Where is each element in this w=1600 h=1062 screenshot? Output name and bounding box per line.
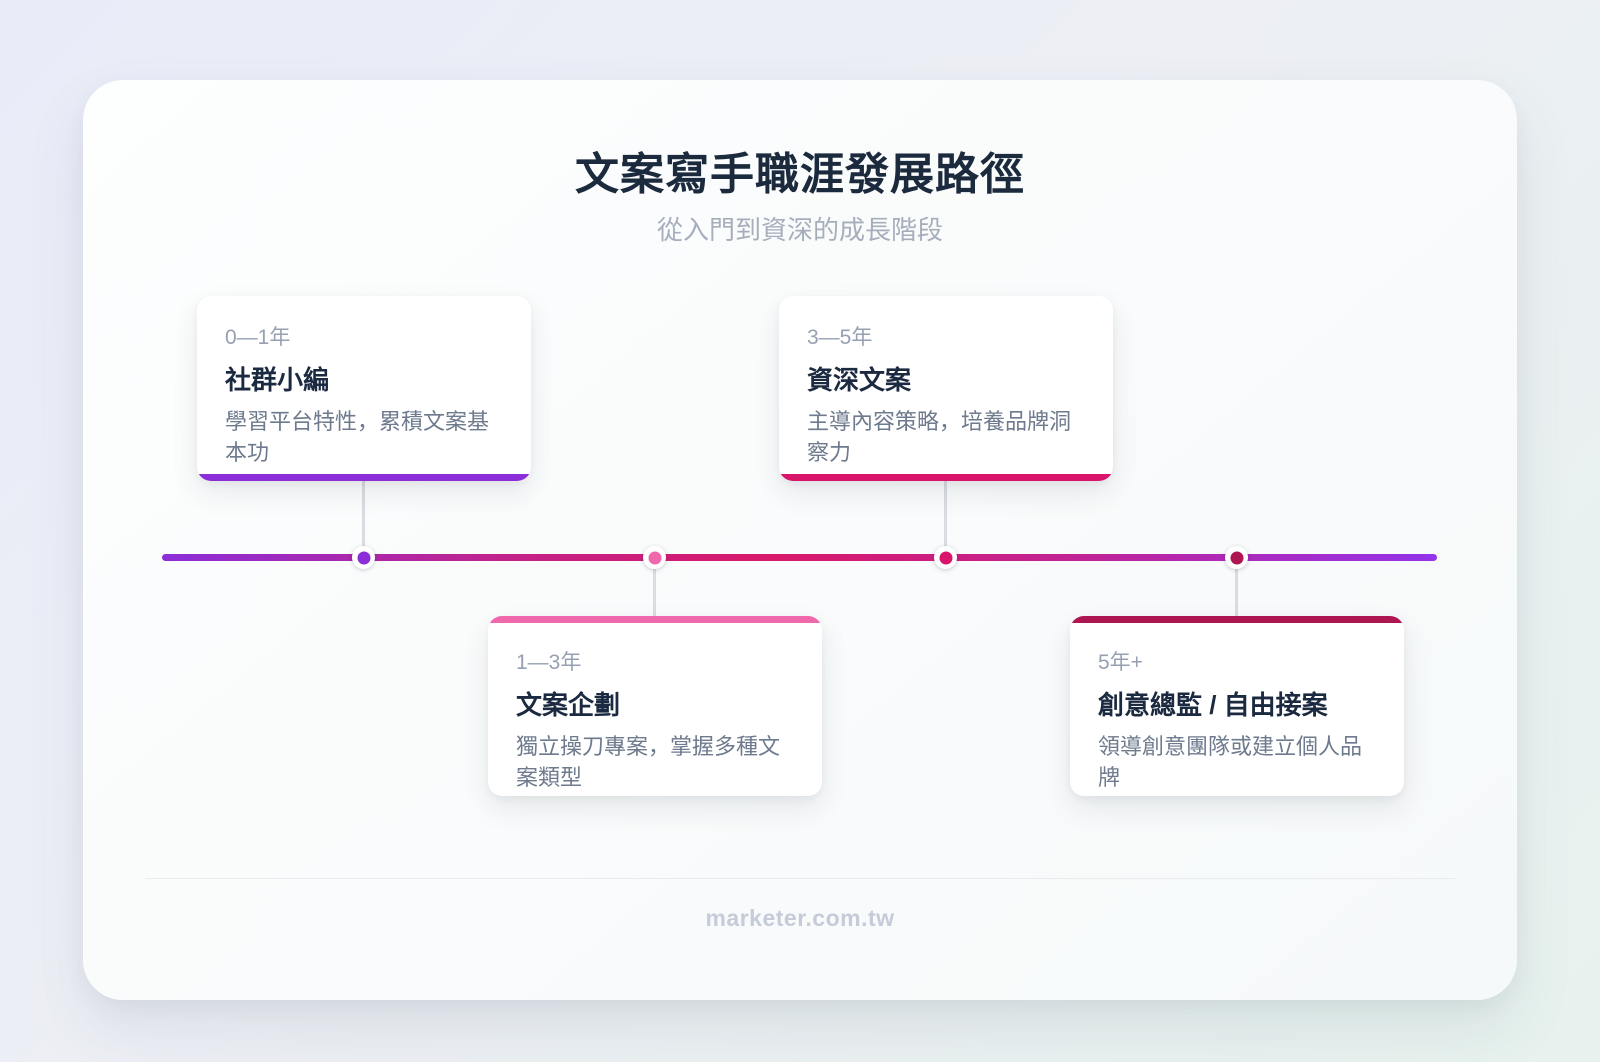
page-subtitle: 從入門到資深的成長階段 <box>656 215 943 245</box>
stage-description: 主導內容策略，培養品牌洞察力 <box>807 409 1072 465</box>
stage-description: 獨立操刀專案，掌握多種文案類型 <box>516 734 781 790</box>
dot-core <box>939 551 952 564</box>
card-accent-bar <box>197 474 531 481</box>
stage-period: 1—3年 <box>516 651 582 674</box>
dot-core <box>648 551 661 564</box>
stage-card-0-1yr: 0—1年 社群小編 學習平台特性，累積文案基本功 <box>197 296 531 481</box>
card-accent-bar <box>779 474 1113 481</box>
stage-period: 0—1年 <box>225 326 291 349</box>
stage-description: 學習平台特性，累積文案基本功 <box>225 409 490 465</box>
dot-core <box>357 551 370 564</box>
stage-description: 領導創意團隊或建立個人品牌 <box>1098 734 1363 790</box>
stage-period: 5年+ <box>1098 651 1143 674</box>
card-accent-bar <box>488 616 822 623</box>
connector-line <box>653 558 656 618</box>
timeline-dot-2 <box>934 546 957 569</box>
stage-name: 文案企劃 <box>516 690 621 720</box>
stage-name: 資深文案 <box>807 365 912 395</box>
stage-card-5yr-plus: 5年+ 創意總監 / 自由接案 領導創意團隊或建立個人品牌 <box>1070 616 1404 796</box>
timeline-line <box>162 554 1437 561</box>
page-title: 文案寫手職涯發展路徑 <box>575 150 1025 199</box>
timeline-dot-3 <box>1225 546 1248 569</box>
connector-line <box>944 478 947 556</box>
timeline-dot-0 <box>352 546 375 569</box>
card-accent-bar <box>1070 616 1404 623</box>
stage-period: 3—5年 <box>807 326 873 349</box>
stage-card-3-5yr: 3—5年 資深文案 主導內容策略，培養品牌洞察力 <box>779 296 1113 481</box>
connector-line <box>362 478 365 556</box>
footer-divider <box>145 878 1455 879</box>
stage-name: 創意總監 / 自由接案 <box>1098 690 1328 720</box>
timeline-dot-1 <box>643 546 666 569</box>
dot-core <box>1230 551 1243 564</box>
infographic-panel: 文案寫手職涯發展路徑 從入門到資深的成長階段 0—1年 社群小編 學習平台特性，… <box>83 80 1517 1000</box>
connector-line <box>1235 558 1238 618</box>
stage-name: 社群小編 <box>225 365 330 395</box>
stage-card-1-3yr: 1—3年 文案企劃 獨立操刀專案，掌握多種文案類型 <box>488 616 822 796</box>
footer-domain-text: marketer.com.tw <box>705 905 895 931</box>
